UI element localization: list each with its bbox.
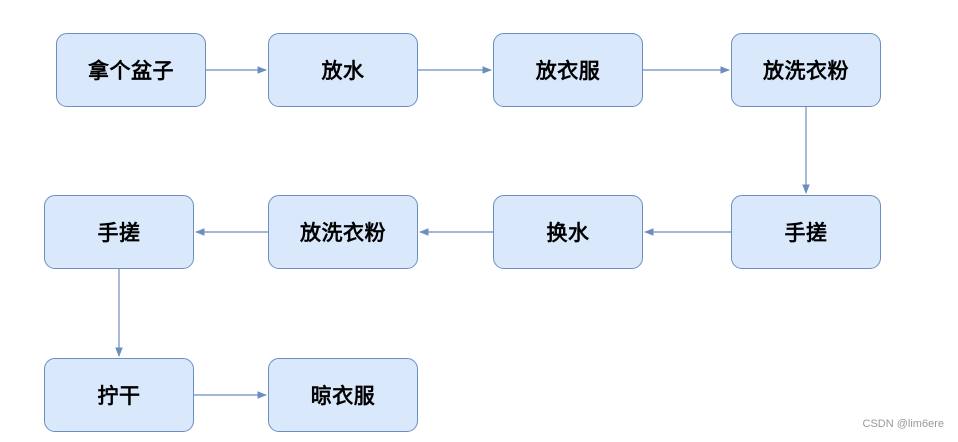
node-add-detergent-1[interactable]: 放洗衣粉 [731, 33, 881, 107]
node-change-water[interactable]: 换水 [493, 195, 643, 269]
watermark-text: CSDN @lim6ere [862, 418, 944, 430]
node-wring-dry[interactable]: 拧干 [44, 358, 194, 432]
node-add-water[interactable]: 放水 [268, 33, 418, 107]
node-hand-rub-2[interactable]: 手搓 [44, 195, 194, 269]
node-hand-rub-1[interactable]: 手搓 [731, 195, 881, 269]
node-hang-clothes[interactable]: 晾衣服 [268, 358, 418, 432]
node-add-detergent-2[interactable]: 放洗衣粉 [268, 195, 418, 269]
node-add-clothes[interactable]: 放衣服 [493, 33, 643, 107]
node-take-basin[interactable]: 拿个盆子 [56, 33, 206, 107]
